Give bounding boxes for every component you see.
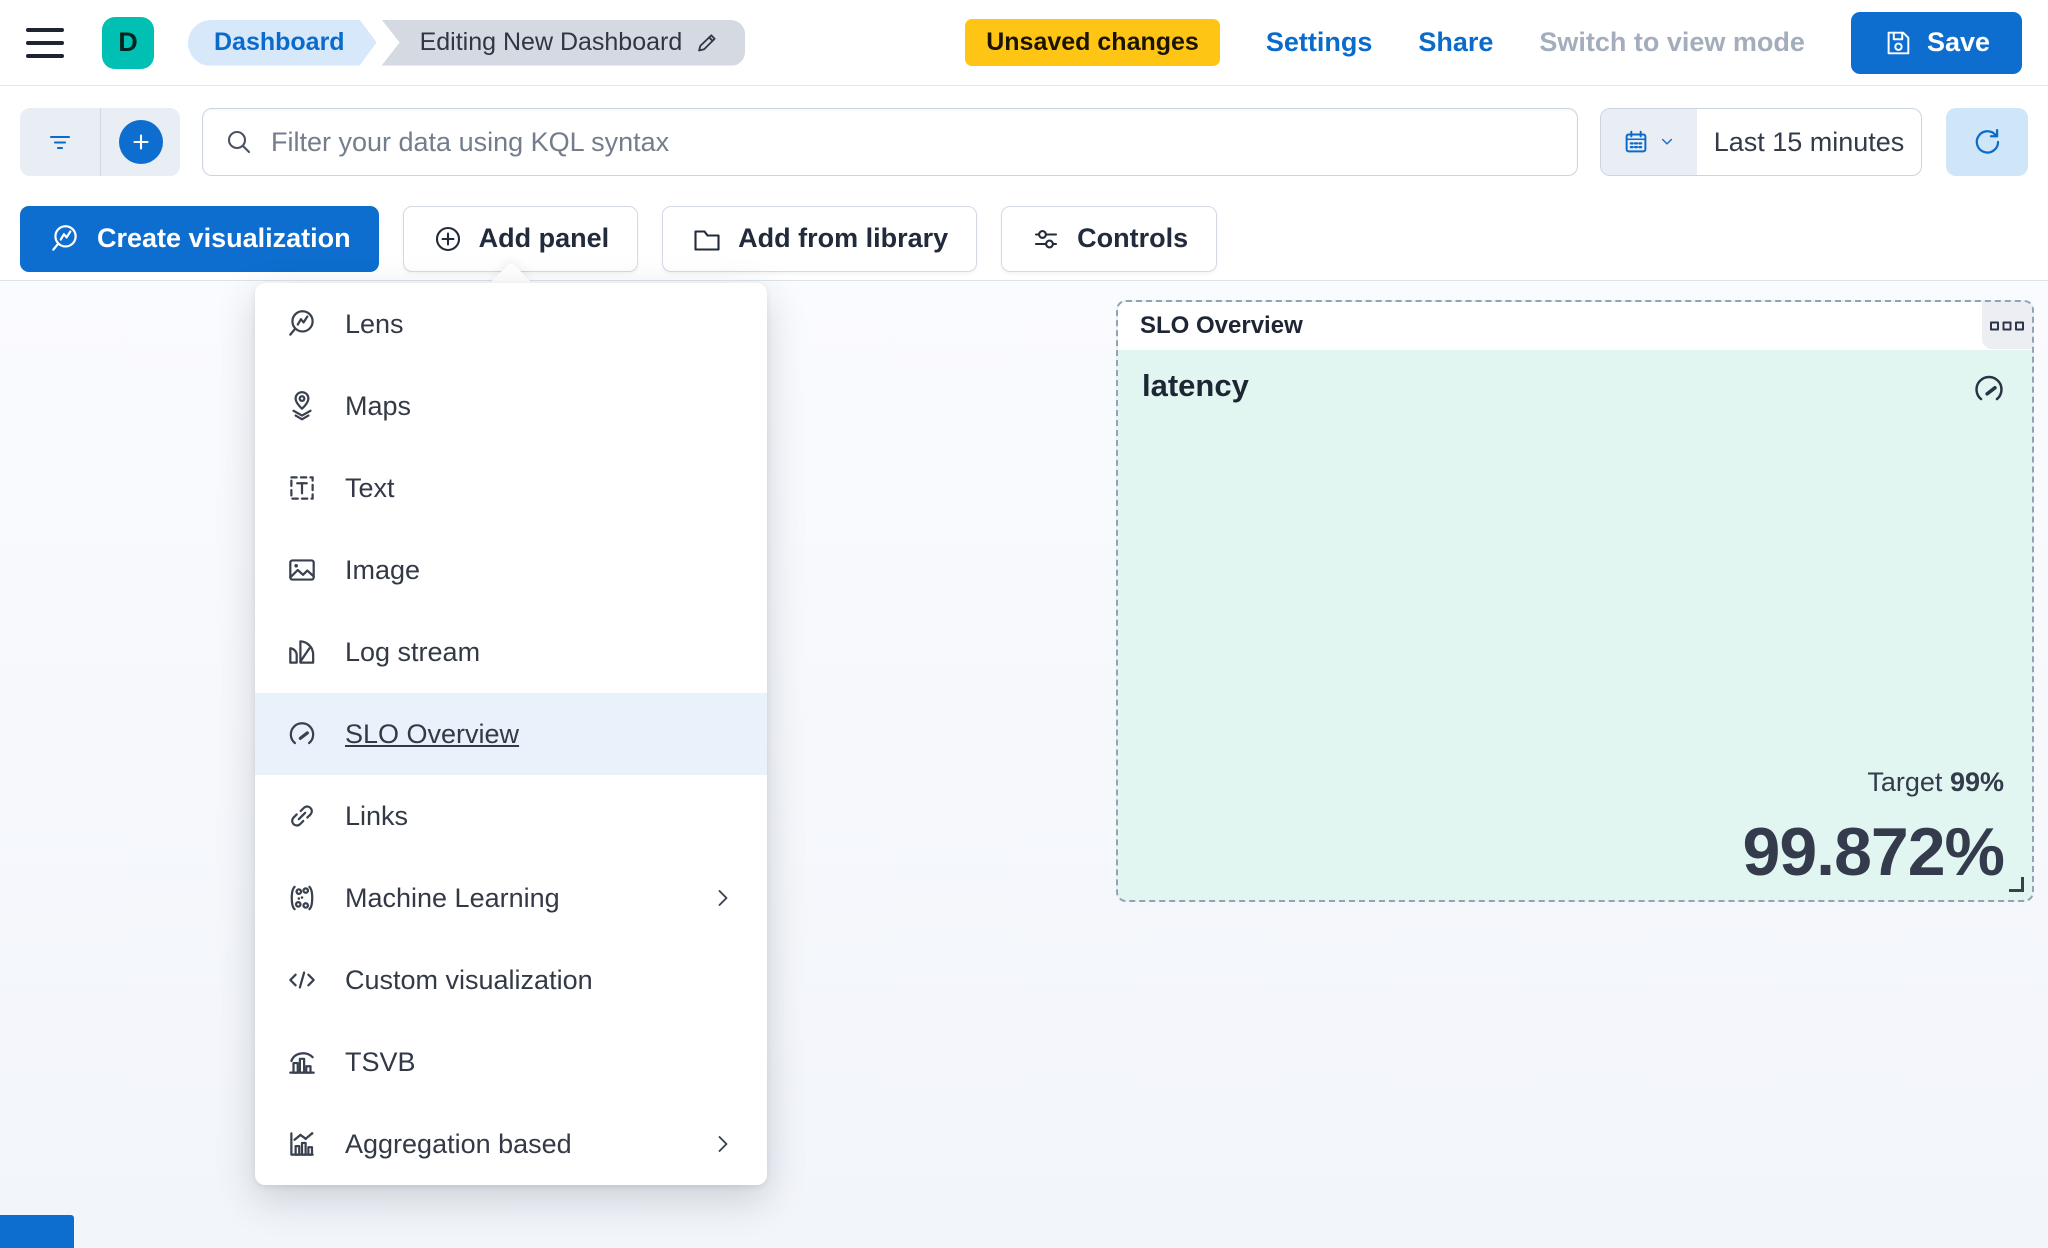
gauge-icon <box>285 717 319 751</box>
query-bar: Last 15 minutes <box>0 87 2048 197</box>
links-icon <box>285 799 319 833</box>
slo-overview-panel: SLO Overview latency Target 99% 99.872% <box>1116 300 2034 902</box>
menu-item-log-stream[interactable]: Log stream <box>255 611 767 693</box>
filter-menu-button[interactable] <box>20 108 100 176</box>
panel-title: SLO Overview <box>1140 312 1303 339</box>
menu-item-text[interactable]: Text <box>255 447 767 529</box>
panel-resize-handle[interactable] <box>2009 877 2024 892</box>
edit-pencil-icon <box>694 29 721 56</box>
filter-button-group <box>20 108 180 176</box>
menu-item-lens[interactable]: Lens <box>255 283 767 365</box>
panel-header: SLO Overview <box>1118 302 2032 350</box>
switch-to-view-mode-link[interactable]: Switch to view mode <box>1539 27 1805 57</box>
add-from-library-button[interactable]: Add from library <box>662 205 978 272</box>
unsaved-changes-badge: Unsaved changes <box>965 19 1220 66</box>
folder-icon <box>694 229 720 251</box>
menu-item-slo-overview[interactable]: SLO Overview <box>255 693 767 775</box>
settings-link[interactable]: Settings <box>1265 27 1373 57</box>
menu-item-custom-visualization[interactable]: Custom visualization <box>255 939 767 1021</box>
chevron-right-icon <box>709 884 737 912</box>
save-floppy-icon <box>1883 28 1913 58</box>
kql-search-input[interactable] <box>271 126 1557 158</box>
save-button[interactable]: Save <box>1850 11 2022 74</box>
breadcrumb-current-page[interactable]: Editing New Dashboard <box>381 19 746 66</box>
menu-item-label: Links <box>345 800 409 831</box>
menu-item-label: SLO Overview <box>345 718 520 749</box>
slo-target-value: 99% <box>1949 767 2004 797</box>
slo-value: 99.872% <box>1742 814 2005 890</box>
create-visualization-button[interactable]: Create visualization <box>20 205 379 272</box>
menu-item-label: Machine Learning <box>345 882 560 913</box>
menu-item-tsvb[interactable]: TSVB <box>255 1021 767 1103</box>
boxes-horizontal-icon <box>1990 321 2024 330</box>
add-filter-button[interactable] <box>100 108 180 176</box>
gauge-icon <box>1970 370 2008 408</box>
create-visualization-label: Create visualization <box>97 223 351 253</box>
controls-sliders-icon <box>1035 229 1058 248</box>
machine-learning-icon <box>285 881 319 915</box>
image-icon <box>285 553 319 587</box>
log-stream-icon <box>285 635 319 669</box>
topbar-actions: Unsaved changes Settings Share Switch to… <box>965 11 2022 74</box>
aggregation-icon <box>285 1127 319 1161</box>
menu-item-label: Aggregation based <box>345 1128 572 1159</box>
plus-in-circle-icon <box>435 226 460 251</box>
time-range-value[interactable]: Last 15 minutes <box>1713 126 1905 157</box>
calendar-icon <box>1625 130 1647 153</box>
menu-item-label: Image <box>345 554 421 585</box>
save-button-label: Save <box>1926 27 1990 57</box>
menu-item-aggregation-based[interactable]: Aggregation based <box>255 1103 767 1185</box>
lens-icon <box>285 307 319 341</box>
maps-icon <box>285 389 319 423</box>
lens-icon <box>52 224 77 251</box>
panel-options-button[interactable] <box>1982 302 2032 349</box>
chevron-right-icon <box>709 1130 737 1158</box>
add-panel-label: Add panel <box>478 223 610 253</box>
chevron-down-icon <box>1661 138 1673 145</box>
tsvb-icon <box>285 1045 319 1079</box>
menu-item-label: TSVB <box>345 1046 416 1077</box>
refresh-button[interactable] <box>1946 108 2028 176</box>
menu-item-maps[interactable]: Maps <box>255 365 767 447</box>
breadcrumb-dashboard[interactable]: Dashboard <box>188 20 377 66</box>
add-from-library-label: Add from library <box>738 223 949 253</box>
controls-label: Controls <box>1077 223 1189 253</box>
space-avatar[interactable]: D <box>102 16 154 69</box>
plus-circle-icon <box>118 120 163 164</box>
refresh-icon <box>1975 128 2000 154</box>
breadcrumb: Dashboard Editing New Dashboard <box>188 19 746 66</box>
search-icon <box>223 126 255 158</box>
add-panel-button[interactable]: Add panel <box>402 205 639 272</box>
share-link[interactable]: Share <box>1418 27 1494 57</box>
new-panel-placeholder <box>0 1215 74 1248</box>
filter-icon <box>49 135 71 150</box>
top-navigation-bar: D Dashboard Editing New Dashboard Unsave… <box>0 0 2048 86</box>
panel-body: latency Target 99% 99.872% <box>1118 350 2032 900</box>
breadcrumb-current-label: Editing New Dashboard <box>419 28 683 56</box>
menu-hamburger-icon[interactable] <box>26 27 64 58</box>
menu-item-label: Maps <box>345 390 412 421</box>
time-range-picker: Last 15 minutes <box>1600 108 1922 176</box>
menu-item-label: Log stream <box>345 636 481 667</box>
menu-item-machine-learning[interactable]: Machine Learning <box>255 857 767 939</box>
date-quick-select-button[interactable] <box>1601 109 1697 175</box>
menu-item-label: Text <box>345 472 395 503</box>
code-icon <box>285 963 319 997</box>
menu-item-label: Custom visualization <box>345 964 593 995</box>
dashboard-toolbar: Create visualization Add panel Add from … <box>0 197 2048 281</box>
slo-target-label: Target <box>1867 767 1943 797</box>
menu-item-label: Lens <box>345 308 404 339</box>
text-icon <box>285 471 319 505</box>
menu-item-links[interactable]: Links <box>255 775 767 857</box>
menu-item-image[interactable]: Image <box>255 529 767 611</box>
kql-search-box <box>202 108 1578 176</box>
slo-target: Target 99% <box>1867 767 2004 798</box>
add-panel-menu: Lens Maps Text Image Log stream SLO Over… <box>255 283 767 1185</box>
controls-button[interactable]: Controls <box>1001 205 1218 272</box>
slo-name: latency <box>1142 368 1249 403</box>
